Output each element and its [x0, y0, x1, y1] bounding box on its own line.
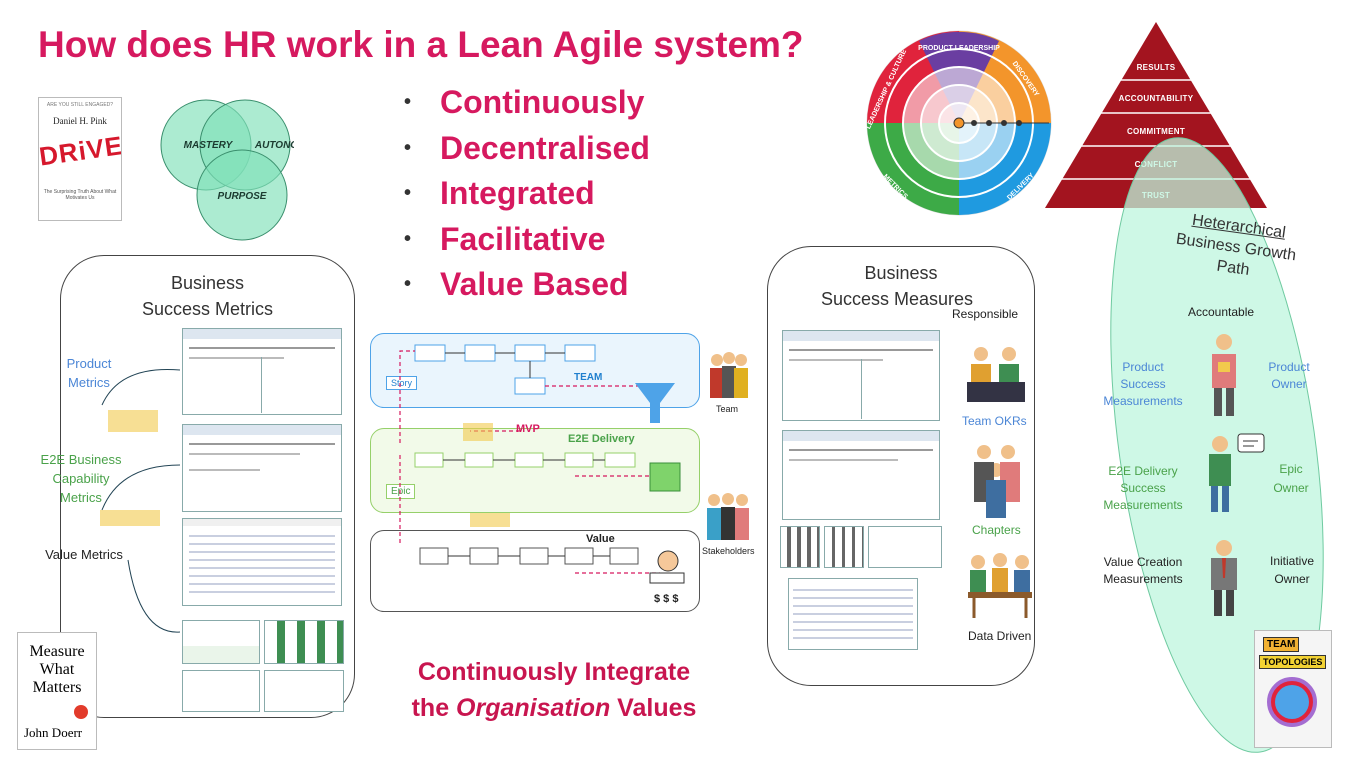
accountable-label: Accountable [1188, 305, 1255, 319]
left-panel-arrows [100, 368, 181, 633]
product-leadership-wheel: PRODUCT LEADERSHIP DISCOVERY DELIVERY ME… [865, 30, 1052, 216]
measures-chart-3 [868, 526, 942, 568]
product-owner-person-icon [1206, 332, 1242, 418]
story-label: Story [386, 376, 418, 390]
closing-statement: Continuously Integrate the Organisation … [411, 658, 697, 722]
drive-book-tagline: ARE YOU STILL ENGAGED? [46, 102, 114, 108]
data-driven-icon [964, 550, 1036, 620]
drive-book-subtitle: The Surprising Truth About What Motivate… [43, 189, 117, 201]
initiative-owner-person-icon [1206, 538, 1242, 618]
principle-item: Integrated [404, 173, 650, 219]
drive-book-title: DRiVE [38, 130, 122, 172]
e2e-delivery-label: E2E Delivery [568, 433, 635, 445]
value-metrics-label: Value Metrics [45, 547, 123, 562]
chapters-label: Chapters [972, 523, 1021, 537]
principles-list: Continuously Decentralised Integrated Fa… [404, 82, 650, 310]
metrics-dashboard-4 [264, 670, 344, 712]
drive-book-cover: ARE YOU STILL ENGAGED? Daniel H. Pink DR… [38, 97, 122, 221]
left-panel-title: Business Success Metrics [141, 273, 274, 319]
product-metrics-document [182, 328, 342, 415]
epic-label: Epic [386, 484, 416, 499]
epic-owner-person-icon [1206, 432, 1266, 514]
measures-chart-1 [780, 526, 820, 568]
chapters-icon [964, 440, 1030, 520]
metrics-dashboard-3 [182, 670, 260, 712]
venn-autonomy-label: AUTONOMY [254, 140, 294, 151]
venn-diagram: MASTERY AUTONOMY PURPOSE [160, 99, 294, 241]
metrics-dashboard-2 [264, 620, 344, 664]
team-label: TEAM [574, 372, 603, 383]
metrics-dashboard-1 [182, 620, 260, 664]
stakeholders-caption: Stakeholders [702, 546, 755, 556]
drive-book-author: Daniel H. Pink [53, 116, 107, 126]
principle-item: Facilitative [404, 219, 650, 265]
principle-item: Value Based [404, 264, 650, 310]
measures-table [788, 578, 918, 650]
team-topologies-book: TEAM TOPOLOGIES [1254, 630, 1332, 748]
measure-what-matters-book: Measure What Matters John Doerr [17, 632, 97, 750]
value-label: Value [586, 533, 615, 545]
responsible-label: Responsible [952, 307, 1019, 321]
e2e-metrics-document [182, 424, 342, 512]
pyramid-tier-accountability: ACCOUNTABILITY [1118, 94, 1194, 103]
value-box [370, 530, 700, 612]
venn-mastery-label: MASTERY [184, 140, 234, 151]
wheel-product-leadership-label: PRODUCT LEADERSHIP [918, 45, 1000, 52]
team-okrs-label: Team OKRs [962, 414, 1027, 428]
team-caption: Team [716, 404, 739, 414]
money-label: $ $ $ [654, 593, 679, 605]
e2e-delivery-box [370, 428, 700, 513]
venn-purpose-label: PURPOSE [218, 191, 267, 202]
mvp-label: MVP [516, 423, 540, 435]
pyramid-tier-results: RESULTS [1136, 63, 1176, 72]
center-flow-diagram [399, 344, 685, 584]
e2e-measures-document [782, 430, 940, 520]
value-metrics-table [182, 518, 342, 606]
right-panel-title: Business Success Measures [821, 263, 974, 309]
team-okrs-icon [965, 342, 1027, 404]
principle-item: Decentralised [404, 128, 650, 174]
measures-chart-2 [824, 526, 864, 568]
data-driven-label: Data Driven [968, 629, 1032, 643]
principle-item: Continuously [404, 82, 650, 128]
product-measures-document [782, 330, 940, 421]
stakeholders-icon [702, 490, 754, 542]
team-people-icon [705, 348, 751, 400]
page-title: How does HR work in a Lean Agile system? [38, 24, 804, 65]
pyramid-tier-commitment: COMMITMENT [1126, 127, 1186, 136]
